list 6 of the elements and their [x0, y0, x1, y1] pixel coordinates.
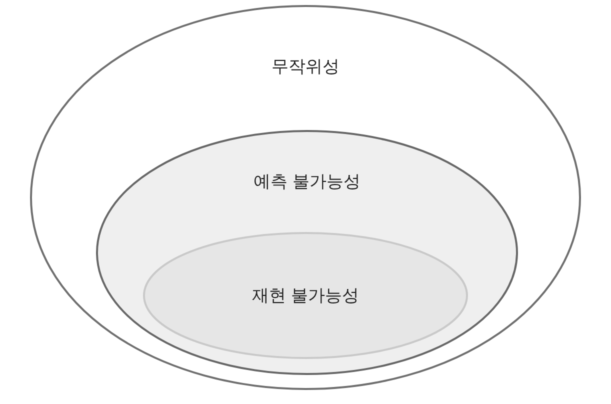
outer-ellipse [30, 5, 581, 390]
set-label: 예측 불가능성 [253, 172, 361, 192]
middle-ellipse [96, 130, 518, 375]
inner-ellipse [143, 232, 468, 359]
set-label: 재현 불가능성 [252, 286, 360, 306]
set-label: 무작위성 [272, 57, 340, 77]
